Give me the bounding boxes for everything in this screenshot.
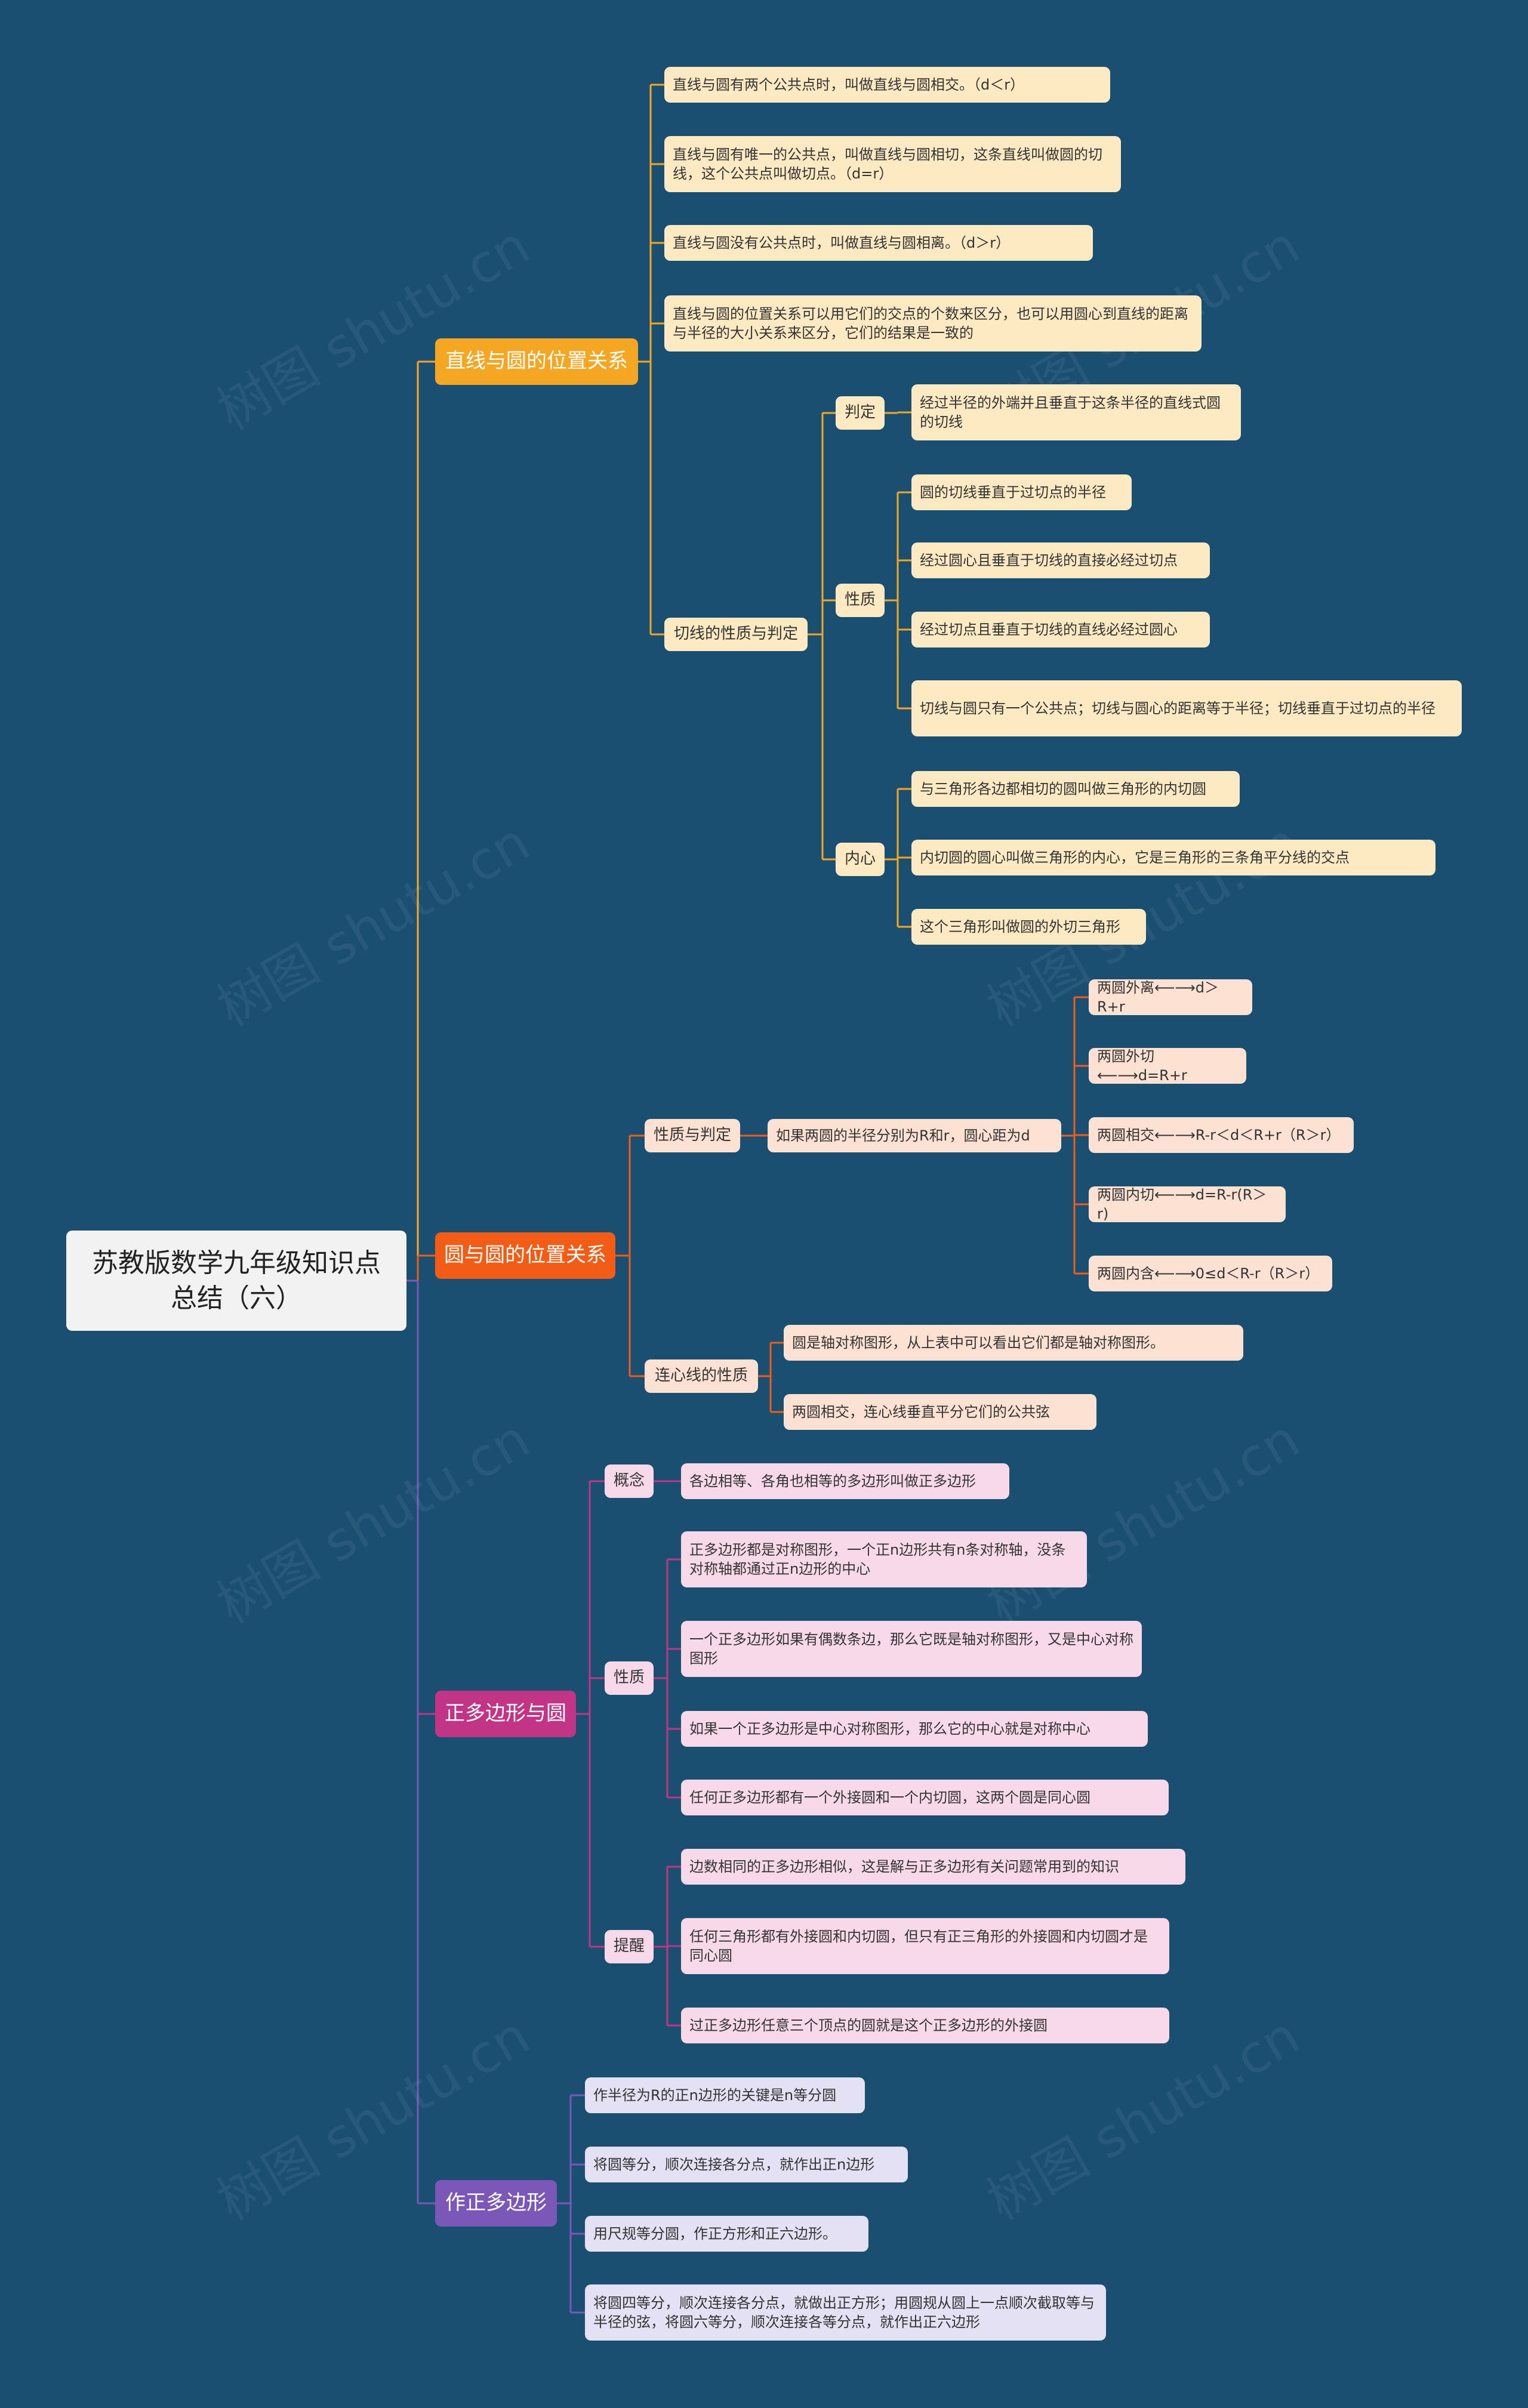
- label-concept[interactable]: 概念: [605, 1464, 654, 1498]
- label-reminder[interactable]: 提醒: [605, 1930, 654, 1963]
- connector: [885, 491, 911, 710]
- label-properties[interactable]: 性质: [836, 584, 885, 617]
- leaf-b1-4[interactable]: 直线与圆的位置关系可以用它们的交点的个数来区分，也可以用圆心到直线的距离与半径的…: [664, 295, 1202, 352]
- leaf-reminder-3[interactable]: 过正多边形任意三个顶点的圆就是这个正多边形的外接圆: [681, 2008, 1169, 2043]
- branch-construct-polygon[interactable]: 作正多边形: [435, 2180, 557, 2227]
- leaf-center-line-2[interactable]: 两圆相交，连心线垂直平分它们的公共弦: [784, 1394, 1096, 1430]
- leaf-internally-tangent[interactable]: 两圆内切⟵⟶d=R-r(R＞r): [1089, 1186, 1286, 1222]
- connector: [808, 412, 836, 861]
- leaf-construct-1[interactable]: 作半径为R的正n边形的关键是n等分圆: [585, 2077, 865, 2113]
- connector: [406, 360, 435, 1282]
- leaf-b1-1[interactable]: 直线与圆有两个公共点时，叫做直线与圆相交。（d＜r）: [664, 67, 1110, 103]
- leaf-tangent-prop-2[interactable]: 经过圆心且垂直于切线的直接必经过切点: [911, 542, 1210, 578]
- leaf-polygon-prop-4[interactable]: 任何正多边形都有一个外接圆和一个内切圆，这两个圆是同心圆: [681, 1780, 1169, 1815]
- subtopic-props-judge[interactable]: 性质与判定: [645, 1119, 740, 1152]
- branch-regular-polygon[interactable]: 正多边形与圆: [435, 1691, 576, 1737]
- connector: [885, 788, 911, 928]
- connector: [406, 1254, 435, 1282]
- connector: [1061, 996, 1089, 1275]
- connector: [557, 2094, 585, 2314]
- leaf-polygon-prop-3[interactable]: 如果一个正多边形是中心对称图形，那么它的中心就是对称中心: [681, 1711, 1148, 1747]
- leaf-intersecting[interactable]: 两圆相交⟵⟶R-r＜d＜R+r（R＞r）: [1089, 1117, 1354, 1153]
- leaf-reminder-1[interactable]: 边数相同的正多边形相似，这是解与正多边形有关问题常用到的知识: [681, 1849, 1185, 1885]
- leaf-b1-3[interactable]: 直线与圆没有公共点时，叫做直线与圆相离。（d＞r）: [664, 225, 1093, 261]
- leaf-contained[interactable]: 两圆内含⟵⟶0≤d＜R-r（R＞r）: [1089, 1256, 1332, 1291]
- connector: [654, 1558, 681, 1799]
- leaf-incenter-2[interactable]: 内切圆的圆心叫做三角形的内心，它是三角形的三条角平分线的交点: [911, 840, 1435, 875]
- leaf-tangent-prop-1[interactable]: 圆的切线垂直于过切点的半径: [911, 474, 1132, 510]
- root-topic[interactable]: 苏教版数学九年级知识点总结（六）: [66, 1231, 406, 1331]
- leaf-center-line-1[interactable]: 圆是轴对称图形，从上表中可以看出它们都是轴对称图形。: [784, 1325, 1243, 1361]
- leaf-reminder-2[interactable]: 任何三角形都有外接圆和内切圆，但只有正三角形的外接圆和内切圆才是同心圆: [681, 1918, 1169, 1974]
- branch-circle-circle[interactable]: 圆与圆的位置关系: [435, 1232, 615, 1279]
- connector: [758, 1342, 784, 1413]
- leaf-separated[interactable]: 两圆外离⟵⟶d＞R+r: [1089, 979, 1252, 1015]
- leaf-concept-1[interactable]: 各边相等、各角也相等的多边形叫做正多边形: [681, 1463, 1009, 1499]
- subtopic-center-line[interactable]: 连心线的性质: [645, 1359, 758, 1393]
- leaf-incenter-3[interactable]: 这个三角形叫做圆的外切三角形: [911, 909, 1146, 945]
- connector: [885, 411, 911, 414]
- leaf-polygon-prop-2[interactable]: 一个正多边形如果有偶数条边，那么它既是轴对称图形，又是中心对称图形: [681, 1621, 1142, 1677]
- leaf-externally-tangent[interactable]: 两圆外切⟵⟶d=R+r: [1089, 1048, 1246, 1084]
- connector: [615, 1134, 645, 1377]
- connector: [406, 1279, 435, 1715]
- connector: [406, 1279, 435, 2204]
- connector: [576, 1480, 605, 1948]
- leaf-tangent-prop-3[interactable]: 经过切点且垂直于切线的直线必经过圆心: [911, 612, 1210, 648]
- leaf-construct-2[interactable]: 将圆等分，顺次连接各分点，就作出正n边形: [585, 2147, 908, 2182]
- subtopic-tangent[interactable]: 切线的性质与判定: [664, 618, 808, 651]
- leaf-incenter-1[interactable]: 与三角形各边都相切的圆叫做三角形的内切圆: [911, 771, 1240, 807]
- connector: [638, 84, 664, 636]
- leaf-polygon-prop-1[interactable]: 正多边形都是对称图形，一个正n边形共有n条对称轴，没条对称轴都通过正n边形的中心: [681, 1531, 1087, 1587]
- connector: [654, 1866, 681, 2027]
- leaf-radius-condition[interactable]: 如果两圆的半径分别为R和r，圆心距为d: [768, 1119, 1061, 1152]
- label-judge[interactable]: 判定: [836, 396, 885, 430]
- leaf-construct-3[interactable]: 用尺规等分圆，作正方形和正六边形。: [585, 2216, 868, 2252]
- leaf-judge-1[interactable]: 经过半径的外端并且垂直于这条半径的直线式圆的切线: [911, 384, 1241, 440]
- label-incenter[interactable]: 内心: [836, 843, 885, 876]
- leaf-tangent-prop-4[interactable]: 切线与圆只有一个公共点；切线与圆心的距离等于半径；切线垂直于过切点的半径: [911, 680, 1462, 736]
- leaf-construct-4[interactable]: 将圆四等分，顺次连接各分点，就做出正方形；用圆规从圆上一点顺次截取等与半径的弦，…: [585, 2284, 1106, 2341]
- label-polygon-properties[interactable]: 性质: [605, 1661, 654, 1695]
- leaf-b1-2[interactable]: 直线与圆有唯一的公共点，叫做直线与圆相切，这条直线叫做圆的切线，这个公共点叫做切…: [664, 136, 1121, 192]
- branch-line-circle[interactable]: 直线与圆的位置关系: [435, 338, 638, 385]
